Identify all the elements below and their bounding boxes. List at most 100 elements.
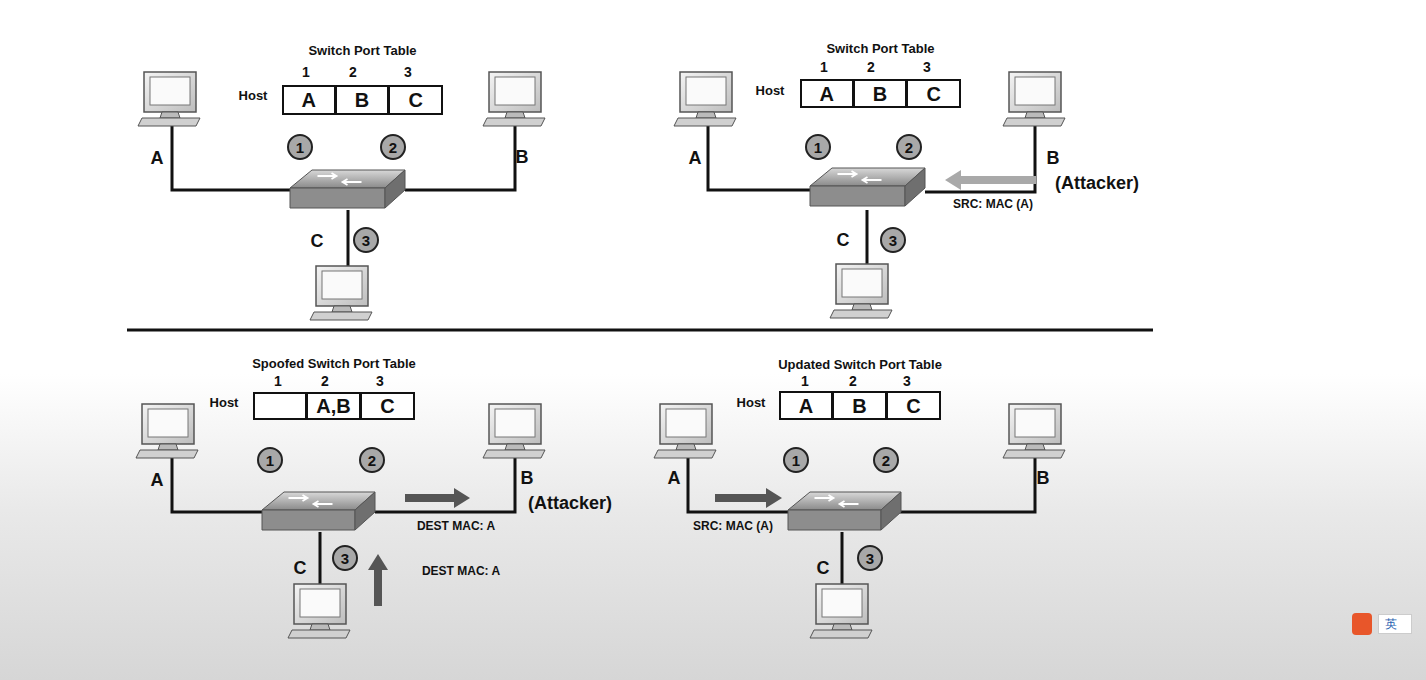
cell-text: A (799, 396, 813, 416)
computer-keyboard (810, 630, 872, 638)
computer-keyboard (1003, 118, 1065, 126)
network-cable (172, 118, 292, 190)
port-number-text: 3 (362, 233, 370, 248)
port-number: 2 (873, 447, 899, 473)
computer-stand (832, 624, 852, 630)
cell-text: A,B (316, 396, 350, 416)
row-header: Host (737, 396, 766, 409)
computer-keyboard (674, 118, 736, 126)
switch-side (355, 492, 375, 530)
row-header: Host (239, 89, 268, 102)
table-cell: A (779, 391, 833, 420)
switch-arrows (838, 171, 882, 183)
computer-stand (1025, 112, 1045, 118)
table-cell: C (388, 85, 443, 115)
computer-screen (666, 409, 706, 437)
port-number-text: 2 (905, 140, 913, 155)
cell-text: B (355, 90, 369, 110)
computer-monitor (294, 584, 346, 624)
computer-screen (495, 77, 535, 105)
host-label: A (689, 149, 702, 167)
computer-screen (322, 271, 362, 299)
computer-keyboard (483, 450, 545, 458)
switch-side (881, 492, 901, 530)
frame-label: SRC: MAC (A) (953, 198, 1033, 210)
port-number-text: 3 (866, 551, 874, 566)
port-number-text: 1 (814, 140, 822, 155)
port-header: 2 (321, 374, 329, 388)
table-cell: C (360, 392, 415, 420)
port-table: Switch Port TableABC (800, 79, 961, 108)
network-cable (925, 120, 1035, 192)
switch-front (262, 510, 355, 530)
computer-stand (160, 112, 180, 118)
table-cell: A (282, 85, 336, 115)
port-number-text: 3 (341, 551, 349, 566)
computer-monitor (660, 404, 712, 444)
port-number: 3 (332, 545, 358, 571)
network-cable (708, 120, 812, 190)
table-cell: A (800, 79, 854, 108)
port-number-text: 1 (296, 140, 304, 155)
port-number: 2 (380, 134, 406, 160)
host-label: C (311, 232, 324, 250)
computer-monitor (1009, 404, 1061, 444)
port-table: Updated Switch Port TableABC (779, 391, 941, 420)
port-number-text: 1 (266, 453, 274, 468)
empty-cell (253, 392, 307, 420)
flow-arrow (405, 488, 470, 508)
port-number: 3 (353, 227, 379, 253)
table-cell: B (832, 391, 887, 420)
computer-screen (1015, 77, 1055, 105)
computer-monitor (836, 264, 888, 304)
switch-side (385, 170, 405, 208)
computer-stand (158, 444, 178, 450)
attacker-label: (Attacker) (528, 494, 612, 512)
computer-monitor (489, 72, 541, 112)
cell-text: B (873, 84, 887, 104)
table-title: Updated Switch Port Table (778, 357, 942, 372)
port-number: 2 (896, 134, 922, 160)
computer-screen (150, 77, 190, 105)
cell-text: A (820, 84, 834, 104)
row-header: Host (210, 396, 239, 409)
port-header: 3 (376, 374, 384, 388)
port-header: 2 (349, 65, 357, 79)
computer-keyboard (654, 450, 716, 458)
frame-label: DEST MAC: A (422, 565, 500, 577)
computer-keyboard (310, 312, 372, 320)
table-cell: B (335, 85, 390, 115)
computer-keyboard (483, 118, 545, 126)
host-label: C (837, 231, 850, 249)
switch-front (290, 188, 385, 208)
port-number: 1 (257, 447, 283, 473)
port-number: 1 (287, 134, 313, 160)
port-header: 2 (867, 60, 875, 74)
divider-line (127, 329, 1153, 332)
port-number: 3 (880, 227, 906, 253)
computer-keyboard (830, 310, 892, 318)
port-header: 3 (903, 374, 911, 388)
table-title: Switch Port Table (308, 43, 416, 58)
port-number-text: 2 (389, 140, 397, 155)
port-number: 3 (857, 545, 883, 571)
host-label: B (516, 148, 529, 166)
cell-text: B (852, 396, 866, 416)
network-cable (347, 210, 350, 270)
computer-screen (842, 269, 882, 297)
network-cable (319, 532, 322, 588)
host-label: B (1037, 469, 1050, 487)
computer-stand (852, 304, 872, 310)
port-number: 2 (359, 447, 385, 473)
port-number-text: 2 (882, 453, 890, 468)
cell-text: A (302, 90, 316, 110)
switch-arrows (318, 173, 362, 185)
attacker-label: (Attacker) (1055, 174, 1139, 192)
port-header: 1 (801, 374, 809, 388)
host-label: B (521, 469, 534, 487)
table-cell: C (906, 79, 961, 108)
host-label: C (294, 559, 307, 577)
computer-keyboard (136, 450, 198, 458)
frame-label: DEST MAC: A (417, 520, 495, 532)
port-header: 2 (849, 374, 857, 388)
